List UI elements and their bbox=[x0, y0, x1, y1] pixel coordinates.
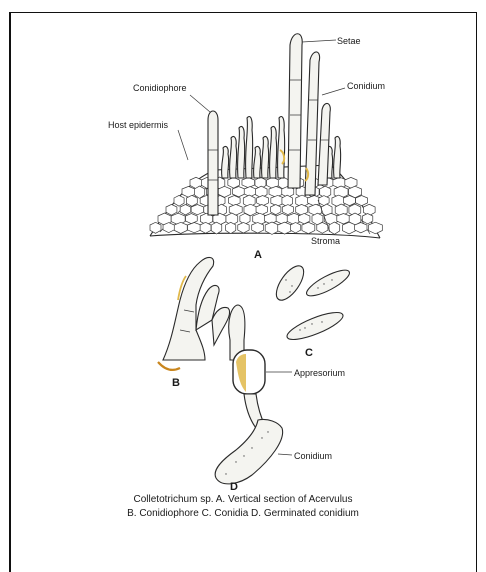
stroma-cell bbox=[343, 222, 356, 234]
stipple-dot bbox=[321, 321, 322, 322]
stipple-dot bbox=[299, 329, 300, 330]
stroma-cell bbox=[355, 223, 367, 233]
stroma-cell bbox=[368, 222, 382, 234]
stroma-cell bbox=[228, 196, 240, 206]
stroma-cell bbox=[185, 214, 197, 224]
panel-a-acervulus: Setae Conidium Conidiophore Host epiderm… bbox=[108, 34, 385, 261]
conidiophore bbox=[230, 136, 237, 178]
stipple-dot bbox=[289, 291, 290, 292]
panel-c-conidia: C bbox=[271, 261, 352, 359]
stipple-dot bbox=[317, 287, 318, 288]
conidium bbox=[271, 261, 309, 304]
stroma-cell bbox=[269, 186, 283, 197]
germinated-conidium-body bbox=[215, 419, 283, 483]
stipple-dot bbox=[261, 437, 262, 438]
stroma-cell bbox=[174, 222, 187, 233]
conidiophore bbox=[278, 117, 285, 179]
stroma-cell bbox=[252, 222, 264, 233]
stipple-dot bbox=[251, 447, 252, 448]
label-panel-c: C bbox=[305, 347, 313, 359]
stipple-dot bbox=[291, 285, 292, 286]
conidiophore bbox=[334, 136, 341, 178]
stroma-cell bbox=[211, 222, 222, 234]
stroma-cell bbox=[238, 222, 249, 233]
stipple-dot bbox=[267, 431, 268, 432]
label-conidium-bottom: Conidium bbox=[294, 451, 332, 461]
label-host-epidermis: Host epidermis bbox=[108, 120, 169, 130]
stipple-dot bbox=[225, 473, 226, 474]
stroma-cell bbox=[256, 205, 267, 215]
stroma-cell bbox=[200, 222, 211, 233]
stroma-cell bbox=[174, 195, 184, 206]
panel-d-germinated-conidium: Appresorium Conidium D bbox=[215, 305, 345, 493]
mound-base bbox=[150, 233, 380, 238]
conidiophore bbox=[254, 146, 261, 178]
conidium bbox=[284, 307, 346, 344]
stipple-dot bbox=[304, 327, 305, 328]
stroma-cell bbox=[317, 222, 328, 233]
stroma-cell bbox=[180, 205, 191, 215]
stroma-cell bbox=[290, 222, 300, 233]
stroma-cell bbox=[356, 196, 368, 206]
label-panel-a: A bbox=[254, 249, 262, 261]
stroma-cell bbox=[226, 222, 236, 233]
stroma-cell bbox=[282, 205, 293, 215]
stipple-dot bbox=[243, 455, 244, 456]
caption-line-1: Colletotrichum sp. A. Vertical section o… bbox=[134, 494, 353, 505]
stroma-cell bbox=[302, 222, 315, 233]
label-conidiophore: Conidiophore bbox=[133, 83, 187, 93]
seta bbox=[288, 34, 302, 188]
caption-line-2: B. Conidiophore C. Conidia D. Germinated… bbox=[127, 508, 359, 519]
stroma-cell bbox=[186, 195, 197, 206]
stroma-cell bbox=[257, 196, 269, 206]
stroma-cell bbox=[150, 222, 161, 233]
stroma-cell bbox=[278, 222, 292, 234]
stroma-cell bbox=[240, 213, 250, 224]
seta bbox=[208, 111, 218, 215]
conidiophore bbox=[238, 126, 245, 178]
conidiophore bbox=[222, 146, 229, 178]
stroma-cell bbox=[191, 205, 203, 215]
stroma-cell bbox=[163, 223, 174, 233]
label-panel-d: D bbox=[230, 481, 238, 493]
stain-mark bbox=[158, 362, 180, 370]
conidiophore bbox=[262, 136, 269, 178]
stipple-dot bbox=[331, 279, 332, 280]
stroma-cell bbox=[329, 222, 340, 234]
label-panel-b: B bbox=[172, 377, 180, 389]
stroma-cell bbox=[296, 204, 308, 215]
stipple-dot bbox=[311, 323, 312, 324]
stroma-cells bbox=[150, 177, 382, 234]
label-stroma: Stroma bbox=[311, 236, 340, 246]
stroma-cell bbox=[265, 222, 279, 234]
stipple-dot bbox=[235, 461, 236, 462]
stroma-cell bbox=[166, 204, 177, 215]
conidium bbox=[304, 266, 353, 301]
conidiophore bbox=[270, 126, 277, 178]
stipple-dot bbox=[323, 283, 324, 284]
label-setae: Setae bbox=[337, 36, 361, 46]
stroma-cell bbox=[242, 178, 255, 188]
stroma-cell bbox=[187, 223, 201, 233]
label-appresorium: Appresorium bbox=[294, 368, 345, 378]
stroma-cell bbox=[363, 204, 375, 215]
stipple-dot bbox=[285, 279, 286, 280]
stroma-cell bbox=[271, 205, 281, 215]
label-conidium-top: Conidium bbox=[347, 81, 385, 91]
stroma-cell bbox=[344, 196, 356, 206]
panel-b-conidiophore: B bbox=[158, 257, 230, 389]
conidiophore bbox=[246, 117, 253, 179]
